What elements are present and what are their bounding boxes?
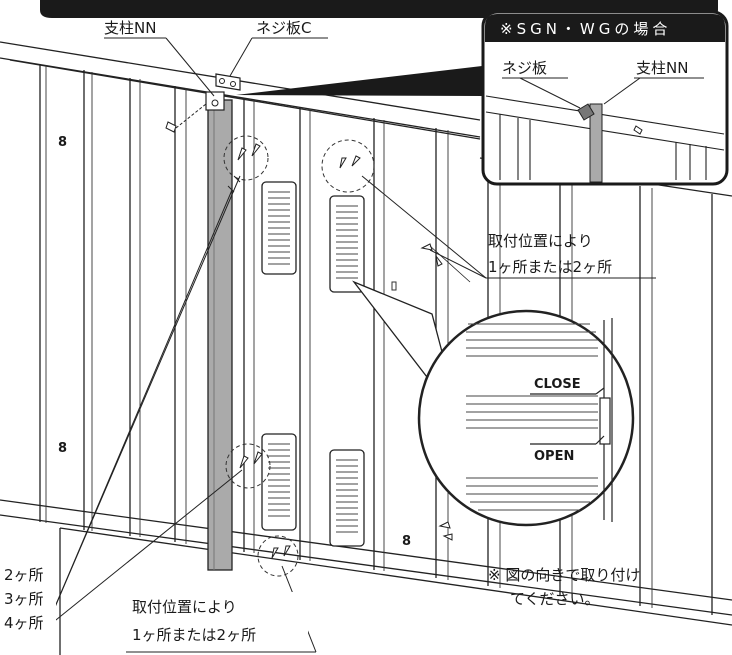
screw-plate-c <box>215 73 241 91</box>
screw-icon <box>420 243 471 283</box>
screw-group-circle <box>321 139 375 193</box>
screw-icon <box>438 521 453 541</box>
vent-open-label: OPEN <box>534 449 574 464</box>
vent-close-label: CLOSE <box>534 377 581 392</box>
label-count-3: 3ヶ所 <box>4 590 44 608</box>
label-count-4: 4ヶ所 <box>4 614 44 632</box>
inset-label-screw-plate: ネジ板 <box>502 59 547 77</box>
label-mount-position-right-line2: 1ヶ所または2ヶ所 <box>488 258 612 276</box>
hole-mark: 8 <box>402 534 411 549</box>
label-mount-position-bottom-line2: 1ヶ所または2ヶ所 <box>132 626 256 644</box>
screw-group-circle <box>257 535 299 577</box>
hole-mark: 8 <box>58 135 67 150</box>
inset-panel <box>236 10 729 186</box>
vent-icon <box>261 181 297 275</box>
vent-icon <box>329 449 365 547</box>
vent-detail-circle <box>417 309 635 527</box>
panel-ribs <box>39 64 713 615</box>
label-screw-plate-c: ネジ板C <box>256 19 311 37</box>
label-post-nn: 支柱NN <box>104 19 156 37</box>
label-mount-position-right-line1: 取付位置により <box>488 232 593 250</box>
inset-title: ※SGN・WGの場合 <box>500 20 671 38</box>
slot-mark <box>391 281 397 291</box>
post-nn <box>205 91 233 571</box>
note-line1: ※ 図の向きで取り付け <box>488 566 640 584</box>
hole-mark: 8 <box>58 441 67 456</box>
label-mount-position-bottom-line1: 取付位置により <box>132 598 237 616</box>
inset-label-post-nn: 支柱NN <box>636 59 688 77</box>
screw-group-circle <box>225 443 271 489</box>
mount-label-bg <box>126 592 308 650</box>
count-label-bg <box>0 556 56 654</box>
vent-icon <box>261 433 297 531</box>
vent-icon <box>329 195 365 293</box>
note-line2: てください。 <box>510 590 600 608</box>
screw-icon <box>165 103 207 133</box>
screw-group-circle <box>223 135 269 193</box>
label-count-2: 2ヶ所 <box>4 566 44 584</box>
